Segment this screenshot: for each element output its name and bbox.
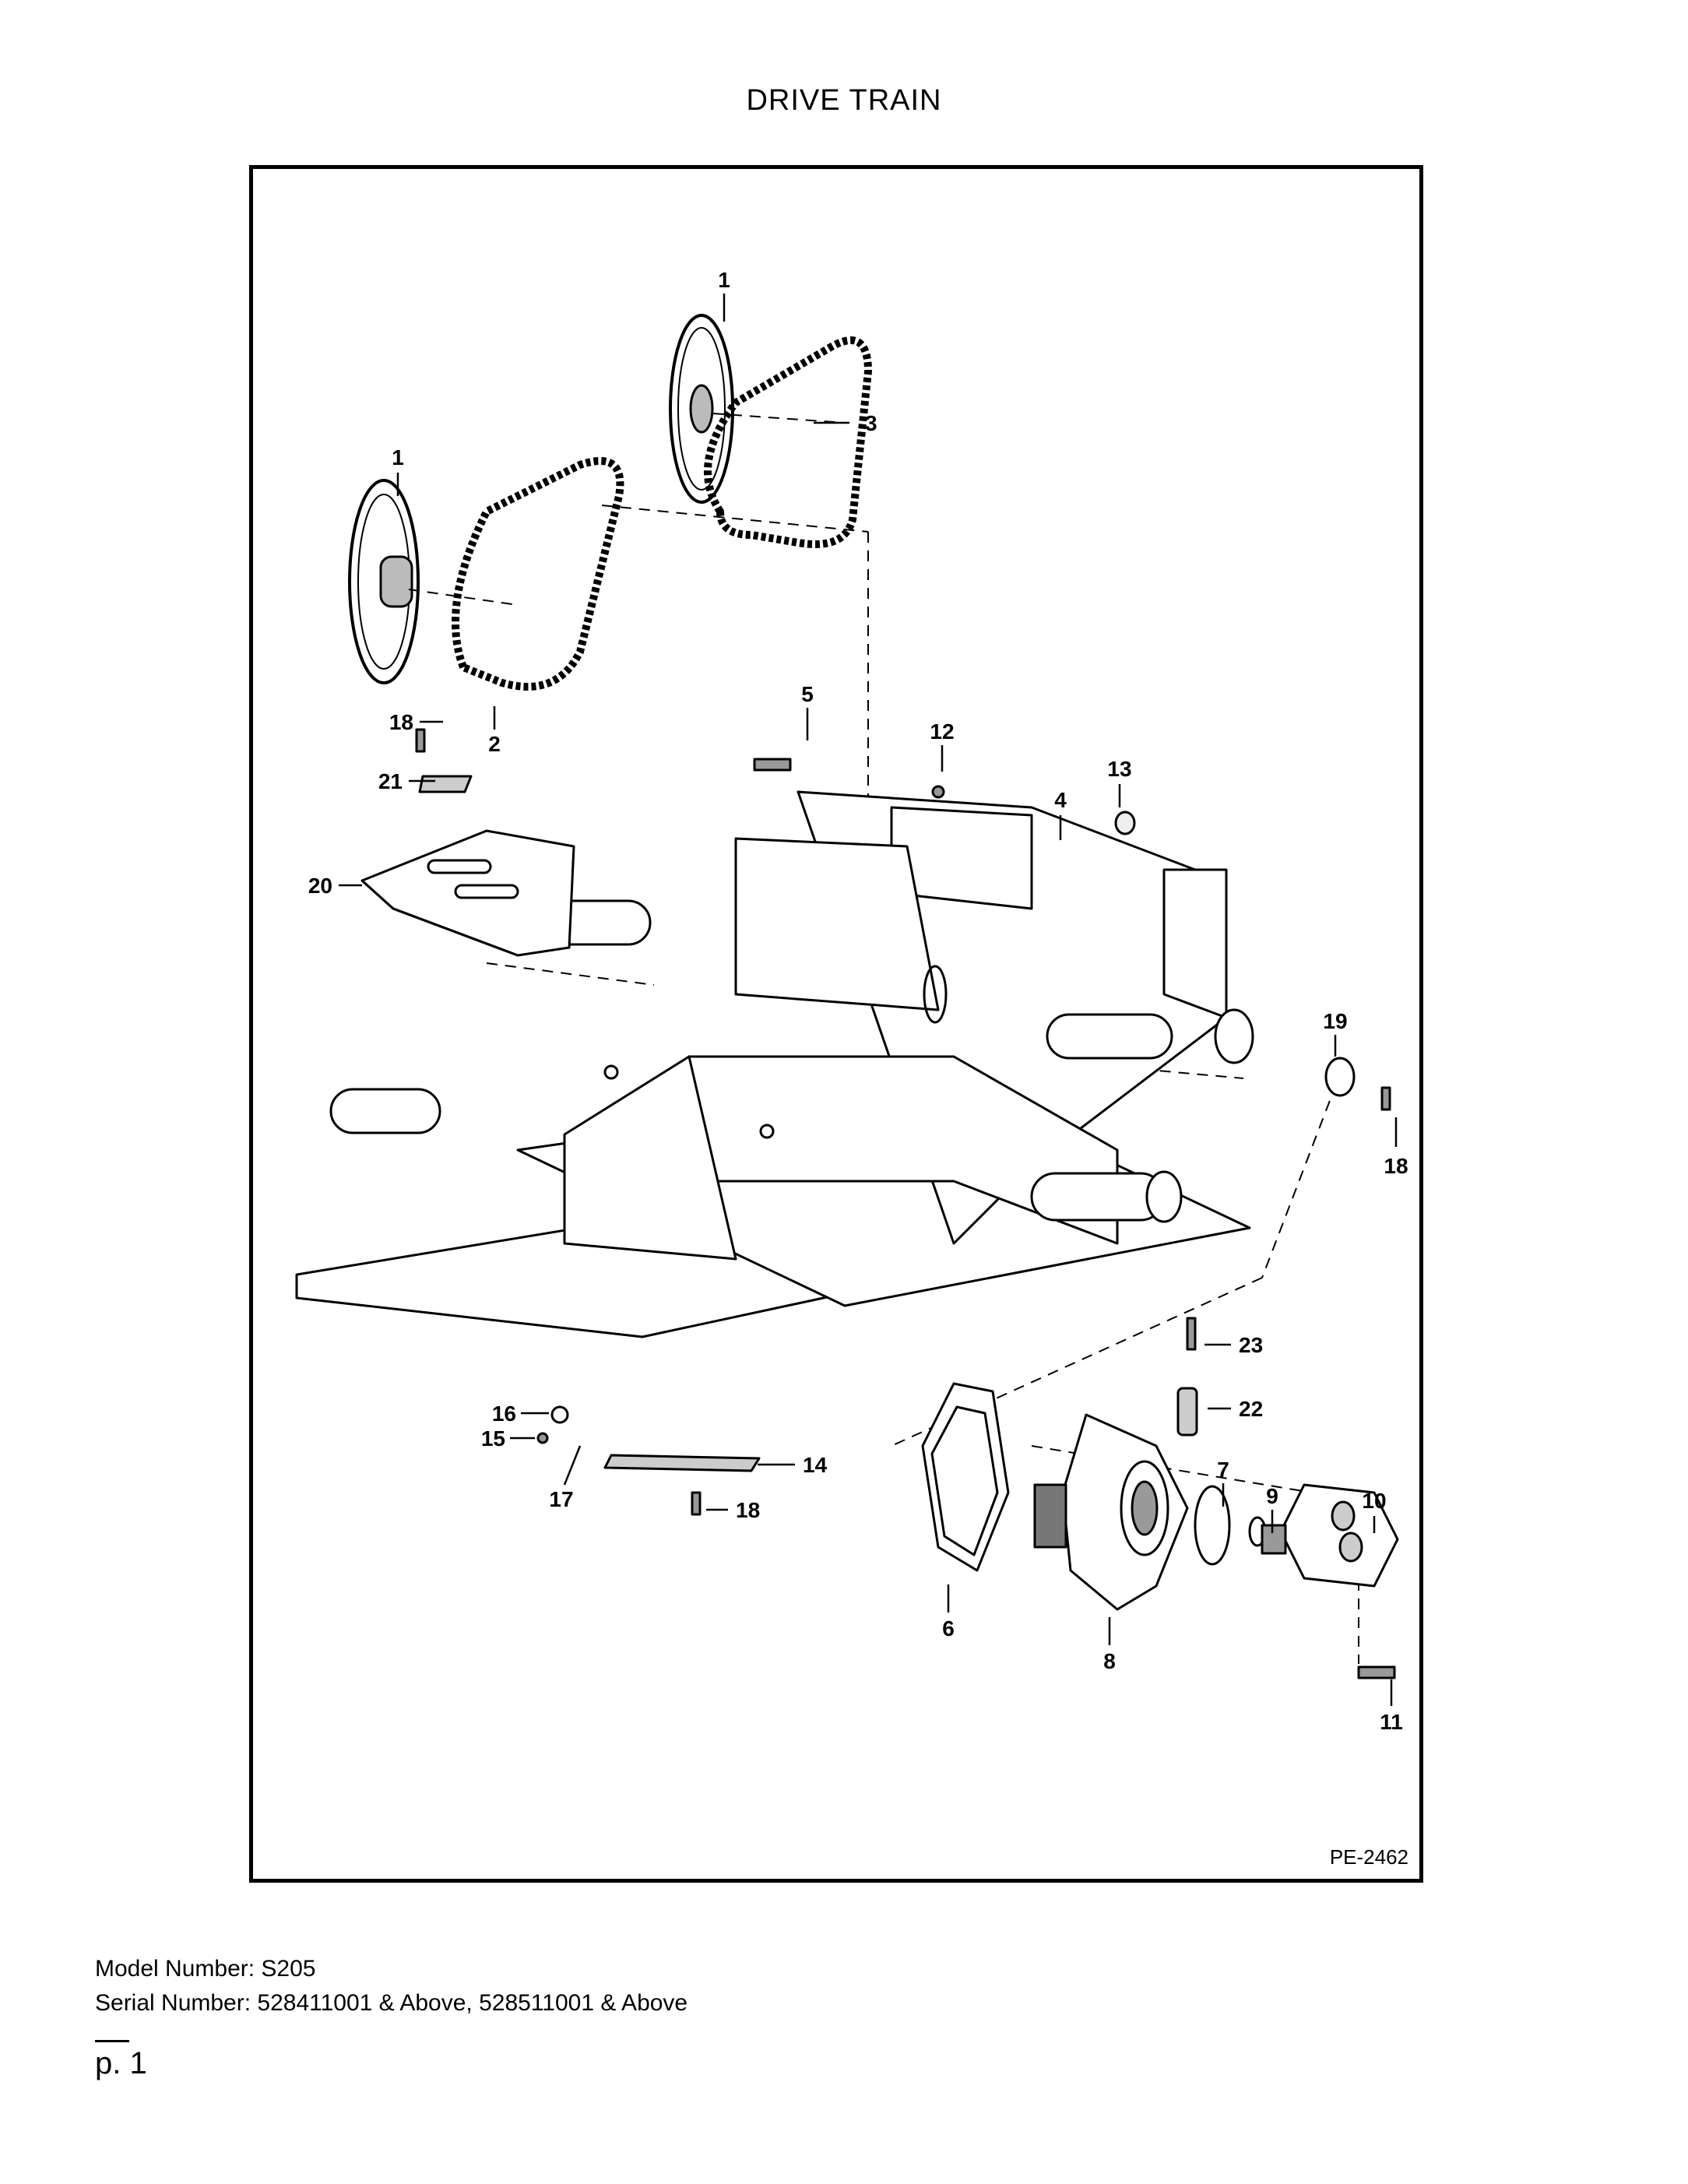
fitting-22 xyxy=(1176,1387,1198,1437)
callout-22: 22 xyxy=(1239,1397,1263,1421)
page-rule xyxy=(95,2040,129,2042)
sprocket-upper xyxy=(669,314,734,504)
nut-15 xyxy=(536,1432,549,1444)
serial-number: Serial Number: 528411001 & Above, 528511… xyxy=(95,1990,688,2016)
callout-7: 7 xyxy=(1217,1458,1229,1482)
washer-16 xyxy=(550,1405,569,1424)
main-frame xyxy=(295,790,1254,1338)
sprocket-lower xyxy=(348,479,420,684)
chain-upper xyxy=(704,336,872,548)
callout-16: 16 xyxy=(492,1401,516,1426)
chain-lower xyxy=(452,457,624,691)
callout-10: 10 xyxy=(1362,1489,1386,1513)
plug-12 xyxy=(931,785,945,799)
drive-train-exploded-view: 1 1 2 3 4 5 6 7 8 9 10 11 12 13 14 15 16… xyxy=(295,268,1408,1734)
callout-21: 21 xyxy=(378,769,403,793)
callout-3: 3 xyxy=(865,411,877,435)
cap-19 xyxy=(1324,1057,1356,1097)
callout-12: 12 xyxy=(930,719,954,744)
callout-23: 23 xyxy=(1239,1333,1263,1357)
bolt-18a xyxy=(415,728,426,753)
model-number: Model Number: S205 xyxy=(95,1956,316,1982)
bolt-18b xyxy=(1380,1086,1391,1111)
callout-18-top: 18 xyxy=(389,710,413,734)
callout-13: 13 xyxy=(1107,757,1131,781)
callout-17: 17 xyxy=(549,1487,573,1511)
plate-14 xyxy=(603,1454,761,1472)
callout-2: 2 xyxy=(488,732,501,756)
motor-10 xyxy=(1261,1483,1399,1588)
callout-14: 14 xyxy=(803,1453,828,1477)
callout-19: 19 xyxy=(1323,1009,1347,1033)
callout-11: 11 xyxy=(1380,1710,1403,1734)
bolt-23 xyxy=(1186,1317,1197,1351)
housing-8 xyxy=(1033,1413,1189,1611)
cover-20 xyxy=(360,829,575,957)
callout-9: 9 xyxy=(1266,1484,1278,1508)
callout-1-lower: 1 xyxy=(392,445,404,470)
o-ring-7 xyxy=(1194,1485,1231,1566)
plate-21 xyxy=(418,775,473,793)
callout-18-bottom: 18 xyxy=(736,1498,760,1522)
plug-13 xyxy=(1114,811,1136,835)
bolt-18c xyxy=(691,1491,702,1516)
callout-6: 6 xyxy=(942,1616,955,1641)
callout-8: 8 xyxy=(1103,1649,1116,1673)
callout-15: 15 xyxy=(481,1426,505,1451)
page-number: p. 1 xyxy=(95,2046,147,2080)
parts-diagram: 1 1 2 3 4 5 6 7 8 9 10 11 12 13 14 15 16… xyxy=(249,165,1423,1883)
bolt-11 xyxy=(1357,1665,1396,1679)
page-title: DRIVE TRAIN xyxy=(746,84,942,117)
drawing-reference: PE-2462 xyxy=(1329,1845,1408,1869)
bolt-5 xyxy=(753,758,792,772)
callout-18-right: 18 xyxy=(1384,1154,1408,1178)
callout-5: 5 xyxy=(801,682,814,706)
callout-20: 20 xyxy=(308,874,332,898)
gasket-6 xyxy=(921,1382,1010,1572)
callout-4: 4 xyxy=(1054,788,1067,812)
callout-1-upper: 1 xyxy=(718,268,730,292)
